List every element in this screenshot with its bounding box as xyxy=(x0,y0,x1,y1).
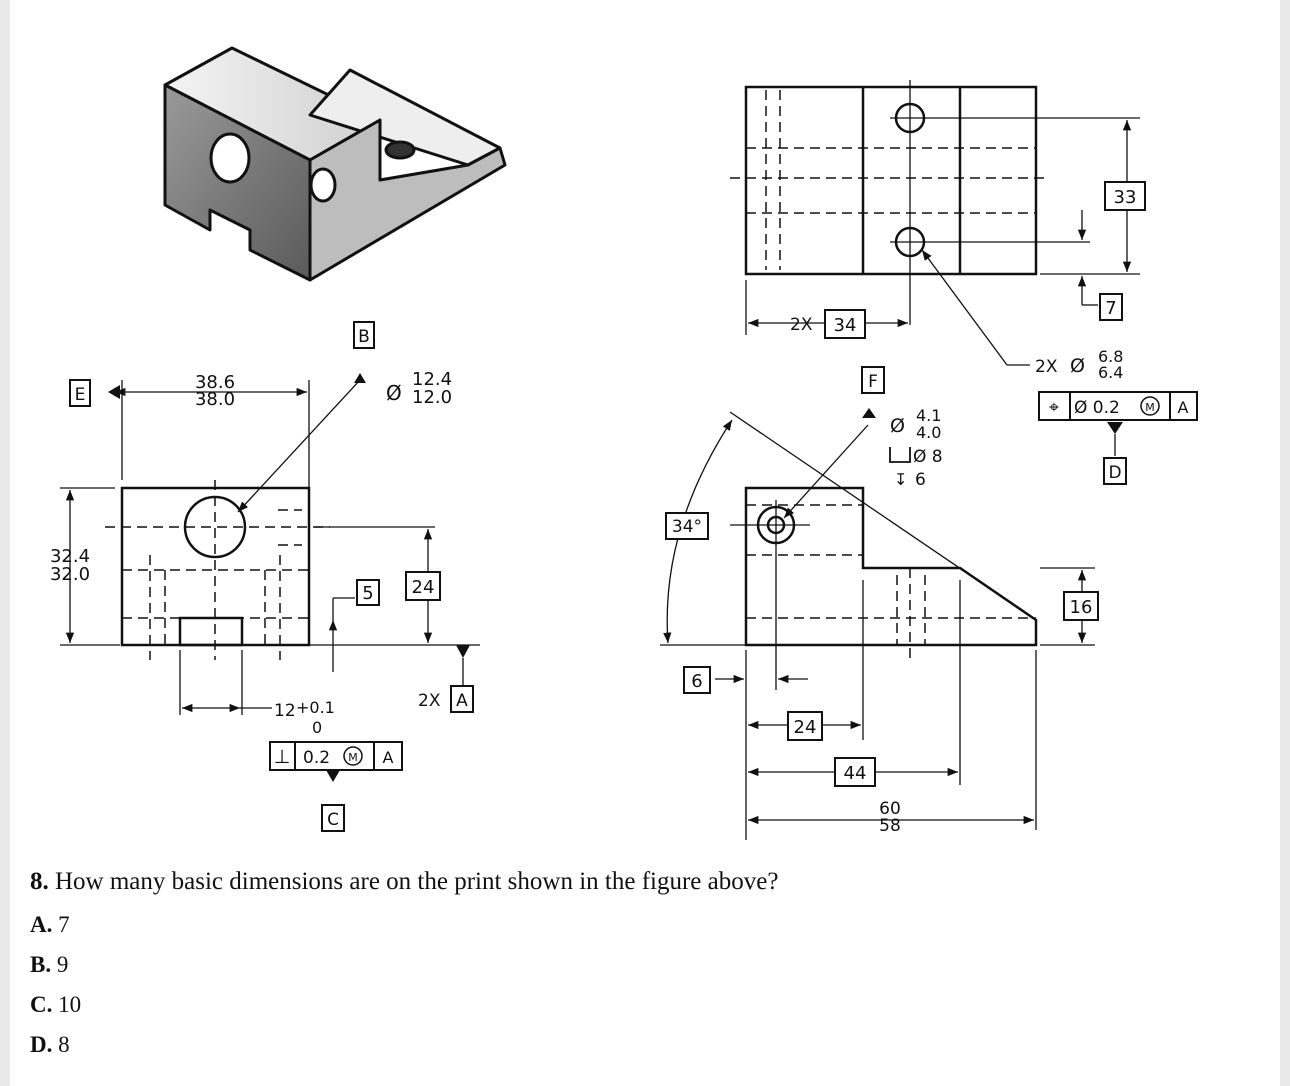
side-hole-lower: 4.0 xyxy=(916,423,941,442)
option-text: 9 xyxy=(56,952,69,977)
dia-symbol: Ø xyxy=(386,381,402,405)
basic-44: 44 xyxy=(844,763,867,784)
question-text: How many basic dimensions are on the pri… xyxy=(55,868,779,895)
datum-f: F xyxy=(868,372,878,392)
overall-upper: 60 xyxy=(879,799,901,819)
question-number: 8. xyxy=(30,868,49,895)
datum-c: C xyxy=(327,810,339,830)
option-text: 8 xyxy=(58,1032,70,1057)
perpendicularity-fcf: ⊥ 0.2 M A xyxy=(269,741,403,771)
question: 8. How many basic dimensions are on the … xyxy=(30,868,778,896)
cbore-dia: Ø 8 xyxy=(913,447,943,467)
side-view xyxy=(660,408,1095,840)
option-b[interactable]: B. 9 xyxy=(30,952,68,978)
front-height-upper: 32.4 xyxy=(50,546,90,567)
engineering-drawing: E B 38.6 38.0 32.4 32.0 Ø 12.4 12.0 5 24… xyxy=(50,46,1198,840)
basic-angle-34: 34° xyxy=(672,517,702,537)
svg-text:M: M xyxy=(348,751,358,764)
top-dia-symbol: Ø xyxy=(1070,355,1085,377)
option-a[interactable]: A. 7 xyxy=(30,912,70,938)
svg-text:A: A xyxy=(1178,398,1189,417)
datum-d: D xyxy=(1108,463,1121,483)
option-letter: C. xyxy=(30,992,53,1017)
basic-34: 34 xyxy=(834,315,857,336)
option-c[interactable]: C. 10 xyxy=(30,992,81,1018)
depth-symbol: ↧ xyxy=(894,470,907,489)
slot-tol-upper: +0.1 xyxy=(296,698,335,717)
slot-width: 12 xyxy=(274,701,296,721)
svg-text:⊥: ⊥ xyxy=(274,746,291,768)
option-letter: D. xyxy=(30,1032,53,1057)
front-height-lower: 32.0 xyxy=(50,564,90,585)
side-dia-symbol: Ø xyxy=(890,415,905,437)
position-fcf: ⌖ Ø 0.2 M A xyxy=(1038,391,1198,421)
worksheet-page: E B 38.6 38.0 32.4 32.0 Ø 12.4 12.0 5 24… xyxy=(10,0,1280,1086)
basic-24-side: 24 xyxy=(794,717,817,738)
slot-tol-lower: 0 xyxy=(312,718,322,737)
front-hole-upper: 12.4 xyxy=(412,369,452,390)
top-view-annotations: 33 7 2X 34 2X Ø 6.8 6.4 ⌖ Ø 0.2 M A D xyxy=(790,181,1198,485)
front-width-upper: 38.6 xyxy=(195,372,235,393)
svg-text:M: M xyxy=(1145,401,1155,414)
front-hole-lower: 12.0 xyxy=(412,387,452,408)
top-view xyxy=(730,80,1140,456)
option-letter: B. xyxy=(30,952,52,977)
datum-e: E xyxy=(75,385,86,405)
top-hole-count: 2X xyxy=(1035,357,1058,377)
side-view-annotations: 34° F Ø 4.1 4.0 Ø 8 ↧ 6 16 6 24 44 60 58 xyxy=(665,366,1099,836)
basic-34-prefix: 2X xyxy=(790,315,813,335)
basic-33: 33 xyxy=(1114,187,1137,208)
front-width-lower: 38.0 xyxy=(195,389,235,410)
basic-5: 5 xyxy=(362,583,373,604)
option-d[interactable]: D. 8 xyxy=(30,1032,70,1058)
basic-6: 6 xyxy=(691,671,702,692)
option-text: 10 xyxy=(58,992,82,1017)
isometric-view xyxy=(163,46,507,282)
basic-24-front: 24 xyxy=(412,577,435,598)
option-letter: A. xyxy=(30,912,53,937)
svg-text:0.2: 0.2 xyxy=(303,748,330,768)
basic-7: 7 xyxy=(1105,298,1116,319)
datum-a: A xyxy=(456,691,468,711)
svg-text:A: A xyxy=(383,748,394,767)
top-hole-upper: 6.8 xyxy=(1098,347,1123,366)
svg-text:Ø 0.2: Ø 0.2 xyxy=(1074,398,1120,418)
front-view xyxy=(60,373,480,782)
datum-b: B xyxy=(358,327,370,347)
front-view-annotations: E B 38.6 38.0 32.4 32.0 Ø 12.4 12.0 5 24… xyxy=(50,321,474,832)
option-text: 7 xyxy=(58,912,70,937)
svg-text:⌖: ⌖ xyxy=(1049,397,1059,418)
overall-lower: 58 xyxy=(879,816,901,836)
basic-16: 16 xyxy=(1070,597,1093,618)
datum-a-count: 2X xyxy=(418,691,441,711)
top-hole-lower: 6.4 xyxy=(1098,363,1123,382)
side-hole-upper: 4.1 xyxy=(916,406,941,425)
cbore-depth: 6 xyxy=(915,470,926,490)
